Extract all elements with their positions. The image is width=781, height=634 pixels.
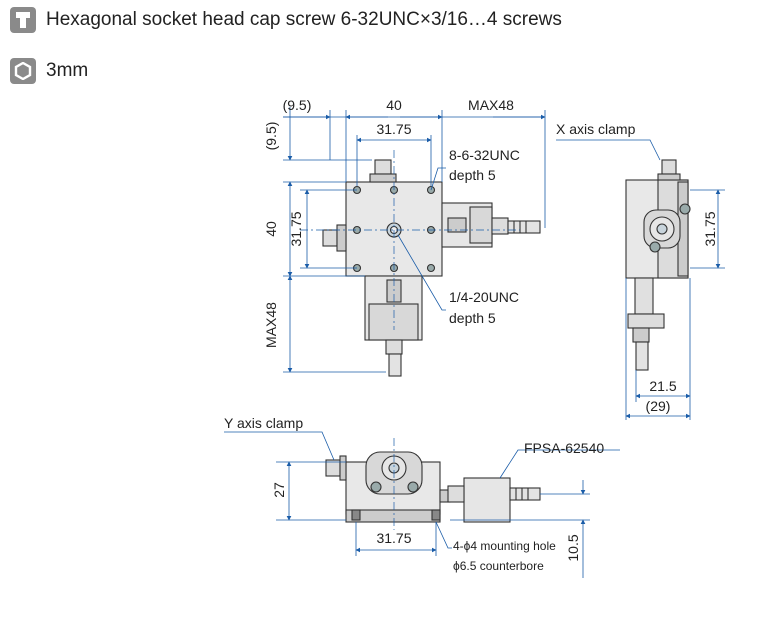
dim-height-label: 40 [263,221,279,237]
dim-29: (29) [646,398,671,414]
dim-width-label: 40 [386,97,402,113]
screw-spec-text: Hexagonal socket head cap screw 6-32UNC×… [46,9,562,30]
dim-21-5: 21.5 [649,378,676,394]
dim-offset-v-label: (9.5) [263,122,279,151]
center-label-2: depth 5 [449,310,496,326]
model-label: FPSA-62540 [524,440,604,456]
side-view [625,159,691,371]
dim-27: 27 [271,482,287,498]
cap-screw-icon [10,7,36,33]
dim-max-v-label: MAX48 [263,302,279,348]
top-view-dimensions [283,107,546,373]
side-dim-pitch: 31.75 [702,211,718,246]
wrench-spec-text: 3mm [46,60,89,81]
mount-label-1: 4-ϕ4 mounting hole [453,539,556,553]
top-view-labels: (9.5) 40 MAX48 31.75 (9.5) 40 31.75 MAX4… [263,97,520,348]
front-view [325,438,541,530]
dim-offset-label: (9.5) [283,97,312,113]
top-view [300,150,541,377]
dim-10-5: 10.5 [565,534,581,561]
wrench-spec-row: 3mm [10,58,88,84]
screw-spec-row: Hexagonal socket head cap screw 6-32UNC×… [10,7,562,33]
y-clamp-label: Y axis clamp [224,415,303,431]
mount-label-2: ϕ6.5 counterbore [453,559,544,573]
holes-label-2: depth 5 [449,167,496,183]
side-view-dimensions [556,139,725,420]
holes-label-1: 8-6-32UNC [449,147,520,163]
x-clamp-label: X axis clamp [556,121,636,137]
dim-max-label: MAX48 [468,97,514,113]
hex-key-icon [10,58,36,84]
dim-pitch-h-label: 31.75 [376,121,411,137]
front-dim-pitch: 31.75 [376,530,411,546]
dim-pitch-v-label: 31.75 [288,211,304,246]
center-label-1: 1/4-20UNC [449,289,519,305]
front-view-dimensions [224,431,620,578]
